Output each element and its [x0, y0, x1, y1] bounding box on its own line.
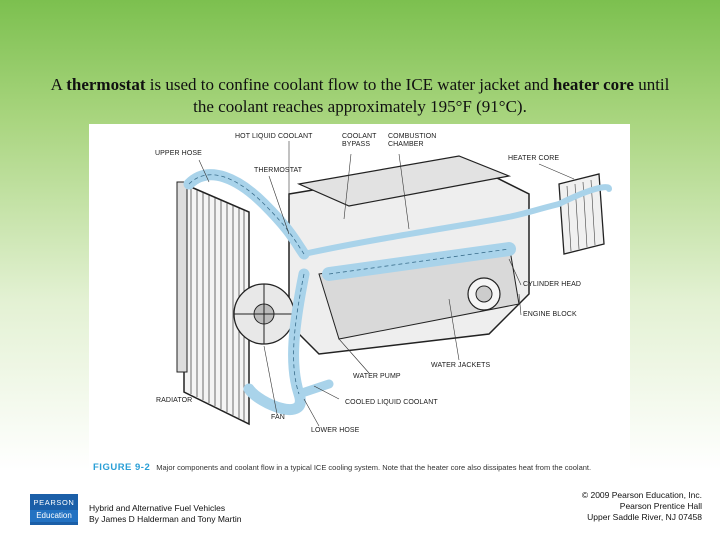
label-coolant-bypass-line2: BYPASS [342, 141, 371, 148]
figure-caption: FIGURE 9-2 Major components and coolant f… [93, 462, 623, 473]
label-engine-block: ENGINE BLOCK [523, 311, 577, 318]
title-text-2: is used to confine coolant flow to the I… [145, 75, 553, 94]
engine-cooling-illustration [176, 141, 612, 427]
radiator-graphic [176, 181, 250, 426]
label-hot-liquid-coolant: HOT LIQUID COOLANT [235, 133, 313, 140]
term-heater-core: heater core [552, 75, 634, 94]
label-thermostat: THERMOSTAT [254, 167, 303, 174]
footer-book-authors: By James D Halderman and Tony Martin [89, 514, 242, 524]
title-text-1: A [50, 75, 67, 94]
label-heater-core: HEATER CORE [508, 155, 560, 162]
logo-line-education: Education [30, 510, 78, 522]
label-cooled-liquid-coolant: COOLED LIQUID COOLANT [345, 399, 438, 406]
label-water-jackets: WATER JACKETS [431, 362, 491, 369]
label-upper-hose: UPPER HOSE [155, 150, 202, 157]
footer-address: Upper Saddle River, NJ 07458 [587, 512, 702, 522]
footer-copyright-block: © 2009 Pearson Education, Inc. Pearson P… [582, 490, 702, 523]
fan-graphic [233, 283, 295, 345]
heater-core-graphic [558, 173, 605, 255]
term-thermostat: thermostat [66, 75, 146, 94]
footer-copyright: © 2009 Pearson Education, Inc. [581, 490, 702, 500]
cooling-system-figure: HOT LIQUID COOLANT COOLANT BYPASS COMBUS… [89, 124, 630, 478]
label-coolant-bypass-line1: COOLANT [342, 133, 377, 140]
footer-book-info: Hybrid and Alternative Fuel Vehicles By … [89, 503, 241, 525]
label-combustion-chamber-line1: COMBUSTION [388, 133, 437, 140]
label-fan: FAN [271, 414, 285, 421]
pearson-logo: PEARSON Education [30, 494, 78, 525]
label-leader-lines [198, 141, 575, 427]
label-lower-hose: LOWER HOSE [311, 427, 360, 434]
label-water-pump: WATER PUMP [353, 373, 401, 380]
logo-line-pearson: PEARSON [33, 498, 75, 507]
footer-publisher: Pearson Prentice Hall [619, 501, 702, 511]
coolant-flow-outline [188, 174, 510, 395]
figure-caption-text: Major components and coolant flow in a t… [156, 463, 592, 472]
label-radiator: RADIATOR [156, 397, 193, 404]
figure-number: FIGURE 9-2 [93, 462, 151, 473]
title-text-3: until the coolant reaches approximately … [193, 75, 670, 116]
label-combustion-chamber-line2: CHAMBER [388, 141, 424, 148]
footer-book-title: Hybrid and Alternative Fuel Vehicles [89, 503, 226, 513]
label-cylinder-head: CYLINDER HEAD [523, 281, 582, 288]
slide-title: A thermostat is used to confine coolant … [40, 74, 680, 118]
